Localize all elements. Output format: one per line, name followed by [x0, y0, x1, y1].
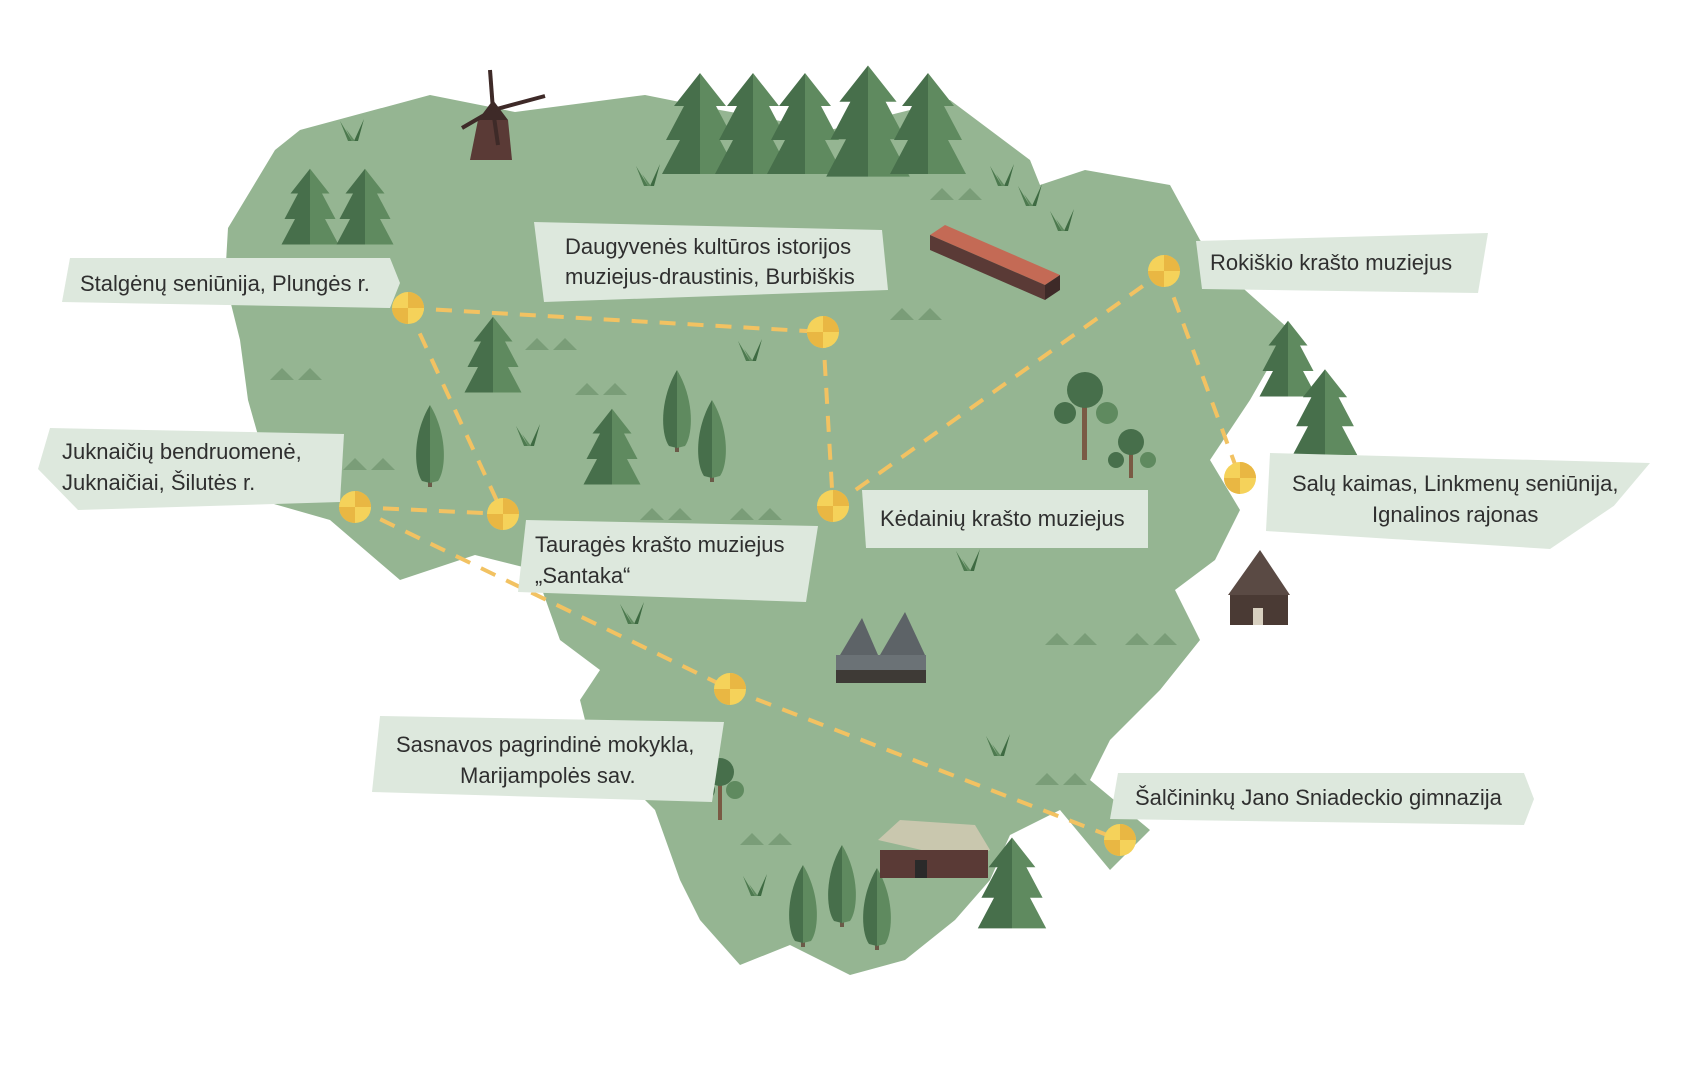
label-line: Marijampolės sav.: [460, 763, 636, 788]
round-tree-icon: [1054, 372, 1118, 460]
location-marker-salos[interactable]: [1224, 462, 1256, 494]
label-line: Juknaičiai, Šilutės r.: [62, 470, 255, 495]
location-label-stalgenai[interactable]: Stalgėnų seniūnija, Plungės r.: [62, 258, 400, 308]
label-line: Šalčininkų Jano Sniadeckio gimnazija: [1135, 785, 1503, 810]
location-marker-salcininkai[interactable]: [1104, 824, 1136, 856]
wooden-church-icon: [836, 612, 926, 683]
farmhouse-icon: [878, 820, 990, 878]
label-line: Sasnavos pagrindinė mokykla,: [396, 732, 694, 757]
label-background: [862, 490, 1148, 548]
label-line: Rokiškio krašto muziejus: [1210, 250, 1452, 275]
label-line: Salų kaimas, Linkmenų seniūnija,: [1292, 471, 1619, 496]
label-background: [62, 258, 400, 308]
label-line: Stalgėnų seniūnija, Plungės r.: [80, 271, 370, 296]
label-background: [1110, 773, 1534, 825]
label-background: [518, 520, 818, 602]
location-marker-sasnava[interactable]: [714, 673, 746, 705]
label-background: [1266, 453, 1650, 549]
location-marker-kedainiai[interactable]: [817, 490, 849, 522]
label-line: Kėdainių krašto muziejus: [880, 506, 1125, 531]
route-segment: [831, 269, 1166, 508]
route-segment: [729, 687, 1121, 842]
location-marker-burbiskis[interactable]: [807, 316, 839, 348]
route-segment: [1162, 270, 1242, 479]
location-label-kedainiai[interactable]: Kėdainių krašto muziejus: [862, 490, 1148, 548]
location-label-burbiskis[interactable]: Daugyvenės kultūros istorijos muziejus-dr…: [534, 222, 888, 302]
route-segment: [354, 505, 731, 691]
route-segment: [407, 306, 824, 334]
location-label-sasnava[interactable]: Sasnavos pagrindinė mokykla, Marijampolės…: [372, 716, 724, 802]
windmill-icon: [460, 69, 546, 160]
location-marker-stalgenai[interactable]: [392, 292, 424, 324]
label-line: Daugyvenės kultūros istorijos: [565, 234, 851, 259]
label-line: Juknaičių bendruomenė,: [62, 439, 302, 464]
round-tree-icon: [1108, 429, 1156, 478]
route-segment: [406, 307, 505, 515]
route-segment: [354, 505, 504, 516]
label-background: [534, 222, 888, 302]
label-line: „Santaka“: [535, 563, 630, 588]
label-background: [38, 428, 344, 510]
label-background: [372, 716, 724, 802]
label-background: [1196, 233, 1488, 293]
round-hut-icon: [1228, 550, 1290, 625]
red-barn-icon: [930, 225, 1060, 300]
location-label-salos[interactable]: Salų kaimas, Linkmenų seniūnija, Ignalino…: [1266, 453, 1650, 549]
label-line: Tauragės krašto muziejus: [535, 532, 784, 557]
location-label-taurage[interactable]: Tauragės krašto muziejus „Santaka“: [518, 520, 818, 602]
location-marker-taurage[interactable]: [487, 498, 519, 530]
label-line: Ignalinos rajonas: [1372, 502, 1538, 527]
location-marker-rokiskis[interactable]: [1148, 255, 1180, 287]
location-labels: Stalgėnų seniūnija, Plungės r. Daugyvenės…: [38, 222, 1650, 825]
route-segment: [821, 331, 835, 507]
location-label-salcininkai[interactable]: Šalčininkų Jano Sniadeckio gimnazija: [1110, 773, 1534, 825]
location-label-rokiskis[interactable]: Rokiškio krašto muziejus: [1196, 233, 1488, 293]
route-lines: [354, 269, 1242, 842]
label-line: muziejus-draustinis, Burbiškis: [565, 264, 855, 289]
location-label-juknaiciai[interactable]: Juknaičių bendruomenė, Juknaičiai, Šilutė…: [38, 428, 344, 510]
location-marker-juknaiciai[interactable]: [339, 491, 371, 523]
